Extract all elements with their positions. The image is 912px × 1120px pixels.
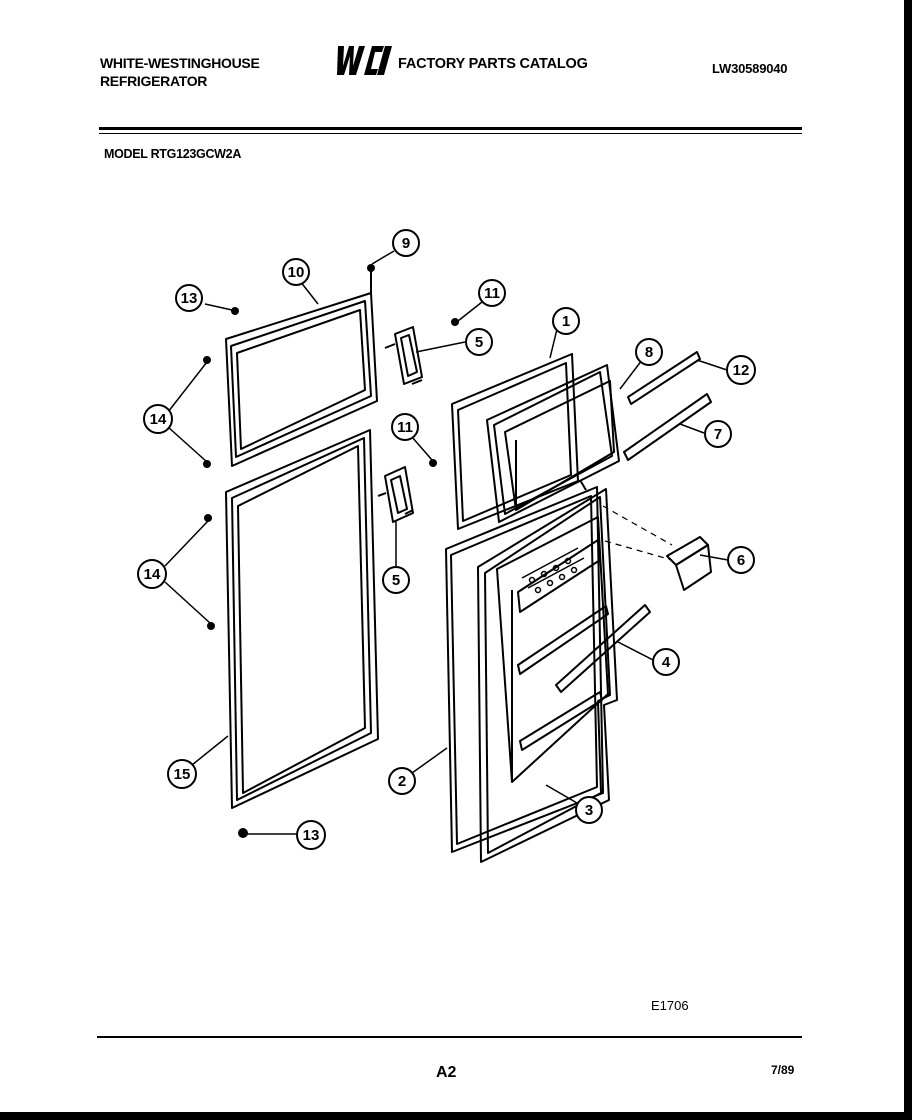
svg-text:12: 12 [733, 362, 750, 379]
svg-text:11: 11 [397, 419, 413, 436]
svg-text:14: 14 [144, 566, 161, 583]
svg-text:5: 5 [392, 572, 400, 589]
callout-9: 9 [392, 229, 420, 257]
callout-3: 3 [575, 796, 603, 824]
callout-bubbles: 9 10 13 11 5 1 8 12 14 11 7 6 14 5 4 15 … [137, 229, 756, 850]
svg-text:13: 13 [181, 290, 198, 307]
product-type: REFRIGERATOR [100, 73, 208, 89]
brand-name: WHITE-WESTINGHOUSE [100, 55, 260, 71]
dairy-compartment-door [666, 536, 712, 591]
wci-logo [337, 46, 392, 75]
svg-text:10: 10 [288, 264, 305, 281]
callout-14: 14 [137, 559, 167, 589]
callout-1: 1 [552, 307, 580, 335]
freezer-door-liner [486, 364, 620, 523]
freezer-door-rack [623, 393, 712, 461]
fresh-food-door-seal [445, 486, 604, 853]
callout-11: 11 [391, 413, 419, 441]
svg-text:13: 13 [303, 827, 320, 844]
catalog-title: FACTORY PARTS CATALOG [398, 56, 588, 72]
model-number: MODEL RTG123GCW2A [104, 147, 242, 161]
callout-2: 2 [388, 767, 416, 795]
callout-8: 8 [635, 338, 663, 366]
svg-text:3: 3 [585, 802, 593, 819]
dairy-compartment-grid [521, 547, 585, 594]
svg-text:14: 14 [150, 411, 167, 428]
callout-13: 13 [175, 284, 203, 312]
callout-5: 5 [382, 566, 410, 594]
callout-13: 13 [296, 820, 326, 850]
callout-5: 5 [465, 328, 493, 356]
svg-text:7: 7 [714, 426, 722, 443]
svg-text:4: 4 [662, 654, 671, 671]
svg-text:6: 6 [737, 552, 745, 569]
screws [203, 264, 459, 838]
callout-4: 4 [652, 648, 680, 676]
lower-door-handle [377, 466, 414, 523]
callout-11: 11 [478, 279, 506, 307]
callout-6: 6 [727, 546, 755, 574]
freezer-door-rack-top [627, 351, 701, 405]
door-shelf-bar [555, 604, 651, 693]
callout-10: 10 [282, 258, 310, 286]
header-rule-thick [99, 127, 802, 130]
callout-12: 12 [726, 355, 756, 385]
svg-text:2: 2 [398, 773, 406, 790]
svg-text:1: 1 [562, 313, 570, 330]
svg-text:5: 5 [475, 334, 483, 351]
callout-15: 15 [167, 759, 197, 789]
document-number: LW30589040 [712, 61, 788, 76]
leader-lines [164, 250, 729, 835]
assembly-guide-lines [602, 505, 673, 561]
svg-text:15: 15 [174, 766, 191, 783]
page-number: A2 [436, 1064, 457, 1081]
svg-text:8: 8 [645, 344, 653, 361]
freezer-door-gasket [225, 292, 378, 467]
svg-text:9: 9 [402, 235, 410, 252]
fresh-food-door-gasket [225, 429, 379, 809]
fresh-food-door-liner [477, 488, 618, 863]
revision-date: 7/89 [771, 1063, 795, 1077]
upper-door-handle [384, 326, 423, 385]
callout-14: 14 [143, 404, 173, 434]
svg-text:11: 11 [484, 285, 500, 302]
header-rule-thin [99, 133, 802, 134]
footer-rule [97, 1036, 802, 1038]
figure-code: E1706 [651, 998, 689, 1013]
callout-7: 7 [704, 420, 732, 448]
